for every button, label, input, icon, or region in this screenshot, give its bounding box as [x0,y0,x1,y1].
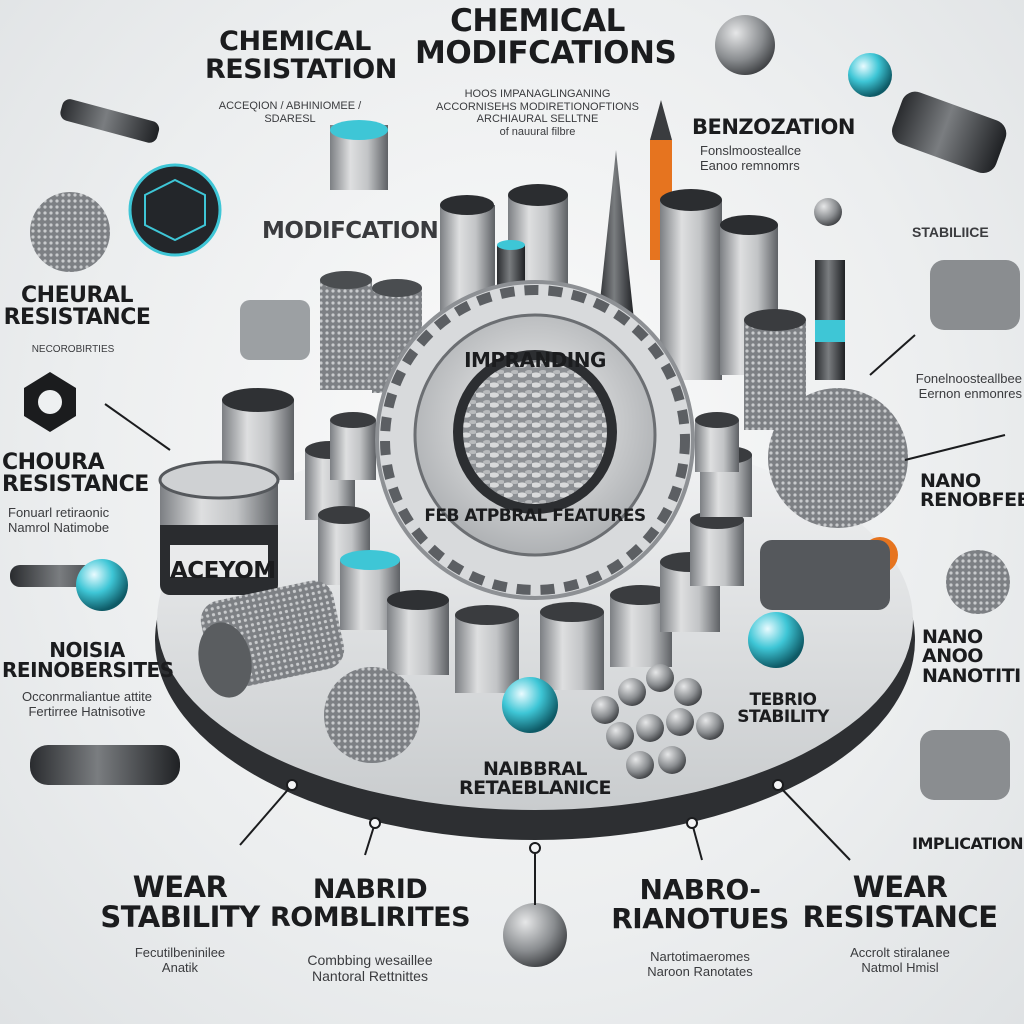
sub-line: Naroon Ranotates [647,963,753,979]
aceyom-label: ACEYOM [170,558,276,584]
spheres [30,53,1010,967]
title-line: NOISIA [49,638,125,662]
wear-resistance-sub: Accrolt stiralanee Natmol Hmisl [810,945,990,976]
title-line: ROMBLIRITES [269,901,471,933]
title-line: CHEURAL [21,283,133,308]
nabrid-sub: Combbing wesaillee Nantoral Rettnittes [265,952,475,984]
title-line: NANO [920,470,981,492]
nabro-title: NABRO- RIANOTUES [600,873,800,935]
title-line: RIANOTUES [611,901,789,935]
wear-resistance-title: WEAR RESISTANCE [800,870,1000,934]
sub-line: ACCORNISEHS MODIRETIONOFTIONS [436,100,639,113]
title-line: RENOBFEB [920,489,1024,512]
sub-line: Occonrmaliantue attite [21,689,153,704]
implication-label: IMPLICATION [912,834,1024,853]
sub-line: Eernon enmonres [918,385,1022,401]
benzozation-title: BENZOZATION [692,115,855,139]
nabro-sub: Nartotimaeromes Naroon Ranotates [605,949,795,980]
cheural-resistance-title: CHEURAL RESISTANCE [2,283,152,331]
title-line: RETAEBLANICE [459,777,611,800]
sub-line: Fonslmoosteallce [700,143,802,158]
title-line: WEAR [852,870,948,904]
title-line: RESISTANCE [2,472,149,498]
title-line: NABRID [312,874,428,905]
nabrid-title: NABRID ROMBLIRITES [265,876,475,931]
wear-stability-title: WEAR STABILITY [95,870,265,934]
benzozation-sub: Fonslmoosteallce Eanoo remnomrs [700,143,802,174]
mesh-cylinder [198,580,345,698]
bead-cluster [591,664,724,779]
aceyom-jar [158,460,280,595]
side-gadgets [10,15,1020,800]
sub-line: Fonelnoosteallbee [915,371,1022,386]
sub-line: Combbing wesaillee [307,952,433,968]
title-line: NANO [922,626,983,648]
title-line: WEAR [132,870,228,904]
sub-line: ARCHIAURAL SELLTNE [476,113,599,126]
title-line: CHOURA [2,450,105,475]
chemical-resistation-sub: ACCEQION / ABHINIOMEE / SDARESL [218,100,362,125]
stabilice-label: STABILIICE [912,224,989,240]
noisia-title: NOISIA REINOBERSITES [2,638,174,683]
sub-line: HOOS IMPANAGLINGANING [464,88,611,100]
sub-line: Accrolt stiralanee [850,945,950,960]
title-line: MODIFCATIONS [415,34,677,71]
modification-title: MODIFCATION [262,218,439,244]
choura-resistance-sub: Fonuarl retiraonic Namrol Natimobe [8,505,110,536]
title-line: ANOO [922,645,983,668]
title-line: CHEMICAL [450,3,625,39]
sub-line: Anatik [161,959,199,975]
chemical-modifications-title: CHEMICAL MODIFCATIONS [415,3,677,71]
sub-line: Fertirree Hatnisotive [28,703,146,719]
title-line: RESISTATION [205,53,397,85]
sub-line: of nauural filbre [499,125,576,138]
right-small-text: Fonelnoosteallbee Eernon enmonres [890,371,1022,402]
sub-line: Fonuarl retiraonic [8,505,110,520]
sub-line: Nantoral Rettnittes [312,968,428,985]
choura-resistance-title: CHOURA RESISTANCE [2,450,149,498]
nano-nanotiti-title: NANO ANOO NANOTITI [922,626,1021,687]
noisia-sub: Occonrmaliantue attite Fertirree Hatniso… [2,689,172,720]
title-line: NAIBBRAL [482,758,588,780]
title-line: NABRO- [639,873,761,906]
title-line: TEBRIO [749,690,817,710]
central-hub [375,280,695,600]
chemical-resistation-title: CHEMICAL RESISTATION [205,26,397,85]
sub-line: Eanoo remnomrs [700,157,800,173]
title-line: STABILITY [737,707,829,728]
title-line: REINOBERSITES [2,658,174,683]
title-line: CHEMICAL [219,26,371,57]
sub-line: Nartotimaeromes [650,949,750,964]
title-line: RESISTANCE [802,899,998,934]
cheural-resistance-sub: NECOROBIRTIES [31,344,115,355]
hub-arc-bottom: FEB ATPBRAL FEATURES [424,506,646,526]
title-line: RESISTANCE [3,305,151,331]
title-line: STABILITY [100,899,260,934]
tebrio-stability-title: TEBRIO STABILITY [718,690,848,728]
cylinder-ring [305,412,752,693]
wear-stability-sub: Fecutilbeninilee Anatik [95,945,265,976]
chemical-modifications-sub: HOOS IMPANAGLINGANING ACCORNISEHS MODIRE… [420,88,655,139]
sub-line: Fecutilbeninilee [134,945,226,960]
title-line: NANOTITI [922,664,1021,687]
sub-line: Natmol Hmisl [861,959,939,975]
nano-renobfeb-title: NANO RENOBFEB [920,470,1024,512]
nabbral-title: NAIBBRAL RETAEBLANICE [440,758,630,800]
hub-arc-top: IMPRANDING [464,348,606,372]
connectors [104,334,1006,905]
sub-line: Namrol Natimobe [8,519,110,535]
